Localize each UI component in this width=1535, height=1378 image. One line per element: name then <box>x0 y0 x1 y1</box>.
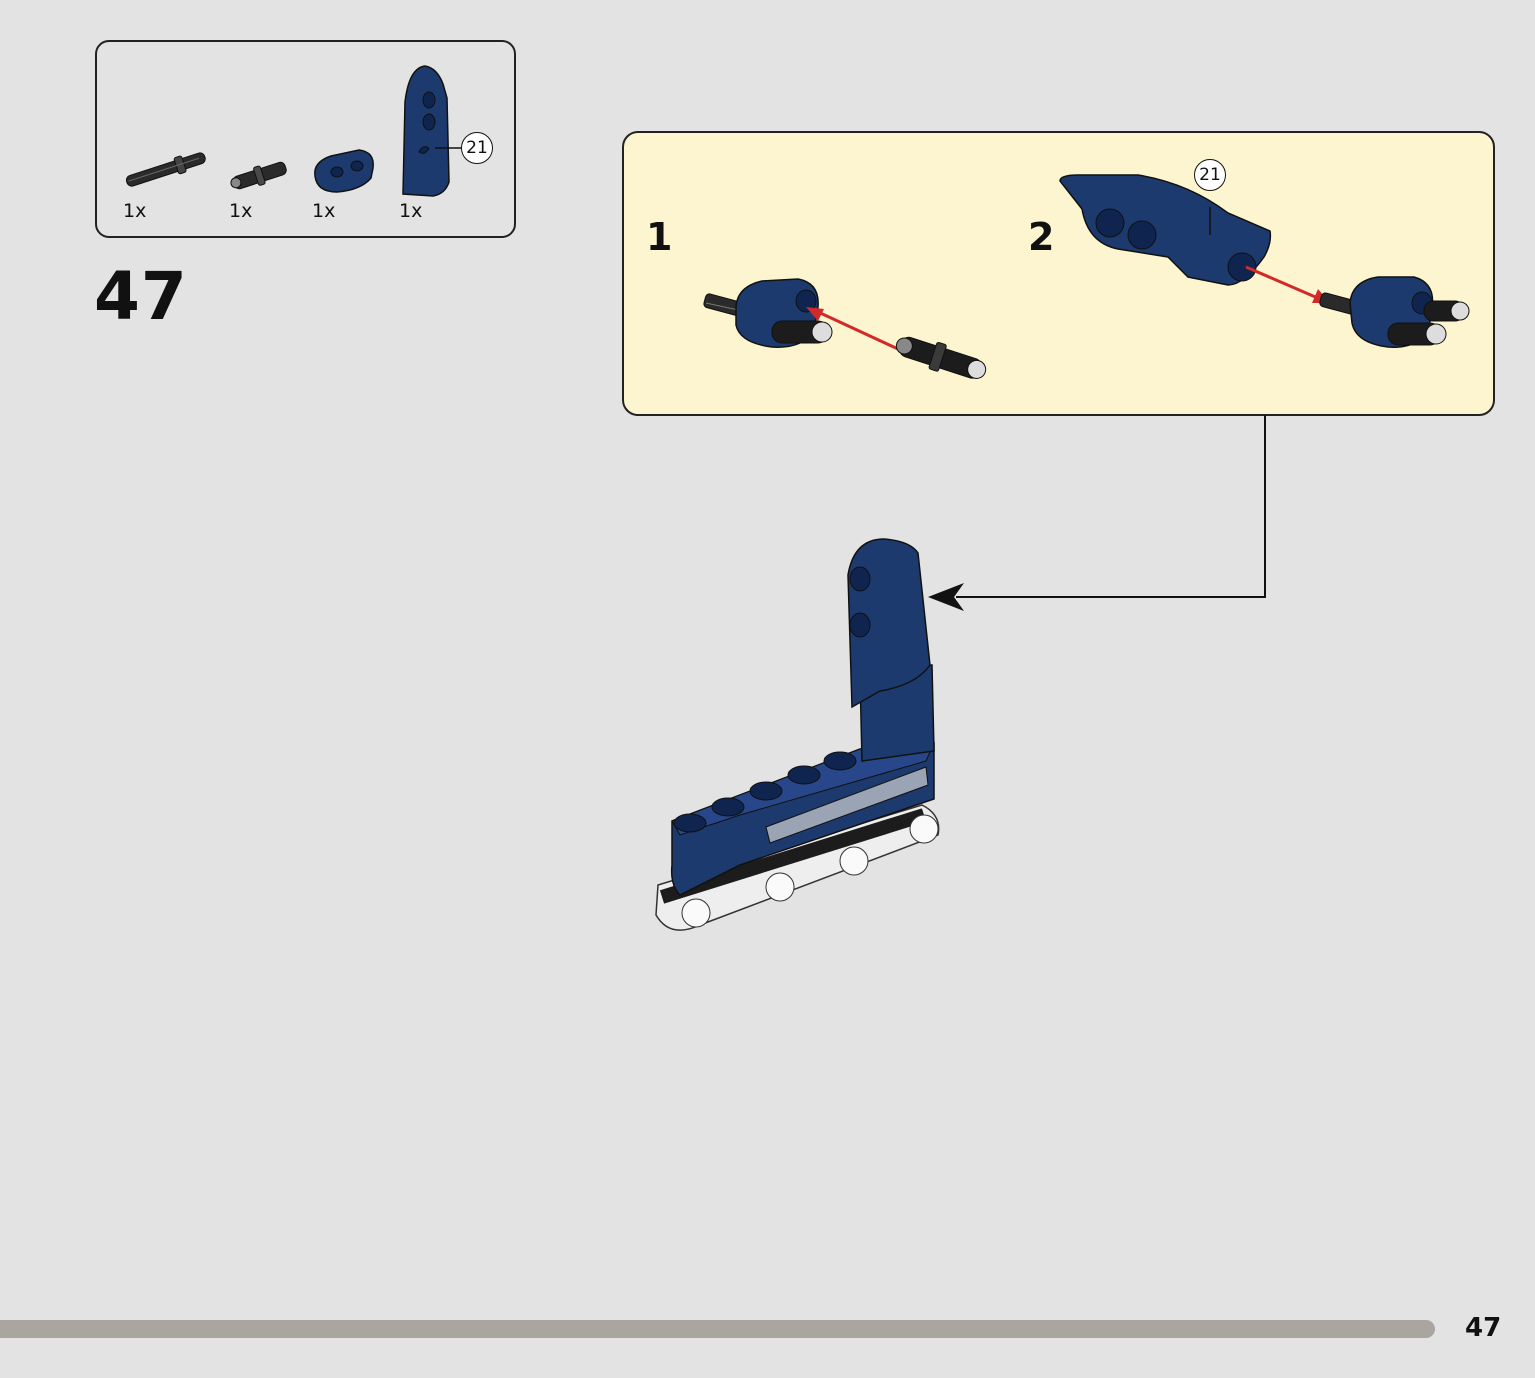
part-callout: 21 <box>461 132 493 164</box>
subassembly-box: 1 2 <box>622 131 1495 416</box>
callout-line <box>435 147 465 149</box>
axle-connector-part <box>125 152 206 187</box>
panel-part <box>402 65 450 197</box>
main-model-illustration <box>655 538 940 931</box>
part-qty: 1x <box>229 200 253 222</box>
substep-2-illustration <box>1059 174 1470 348</box>
subassembly-callout: 21 <box>1194 159 1226 191</box>
page-progress-bar <box>0 1320 1435 1338</box>
part-qty: 1x <box>399 200 423 222</box>
part-qty: 1x <box>123 200 147 222</box>
assembly-pointer-arrow <box>928 415 1266 611</box>
parts-list-box: 1x 1x 1x 21 1x <box>95 40 516 238</box>
pin-part <box>230 161 287 190</box>
part-qty: 1x <box>312 200 336 222</box>
substep-number: 2 <box>1028 215 1055 259</box>
page-number: 47 <box>1465 1313 1502 1343</box>
callout-line <box>1209 207 1211 235</box>
double-connector-part <box>314 149 374 193</box>
step-number: 47 <box>94 258 188 335</box>
substep-number: 1 <box>646 215 673 259</box>
substep-1-illustration <box>703 278 987 379</box>
